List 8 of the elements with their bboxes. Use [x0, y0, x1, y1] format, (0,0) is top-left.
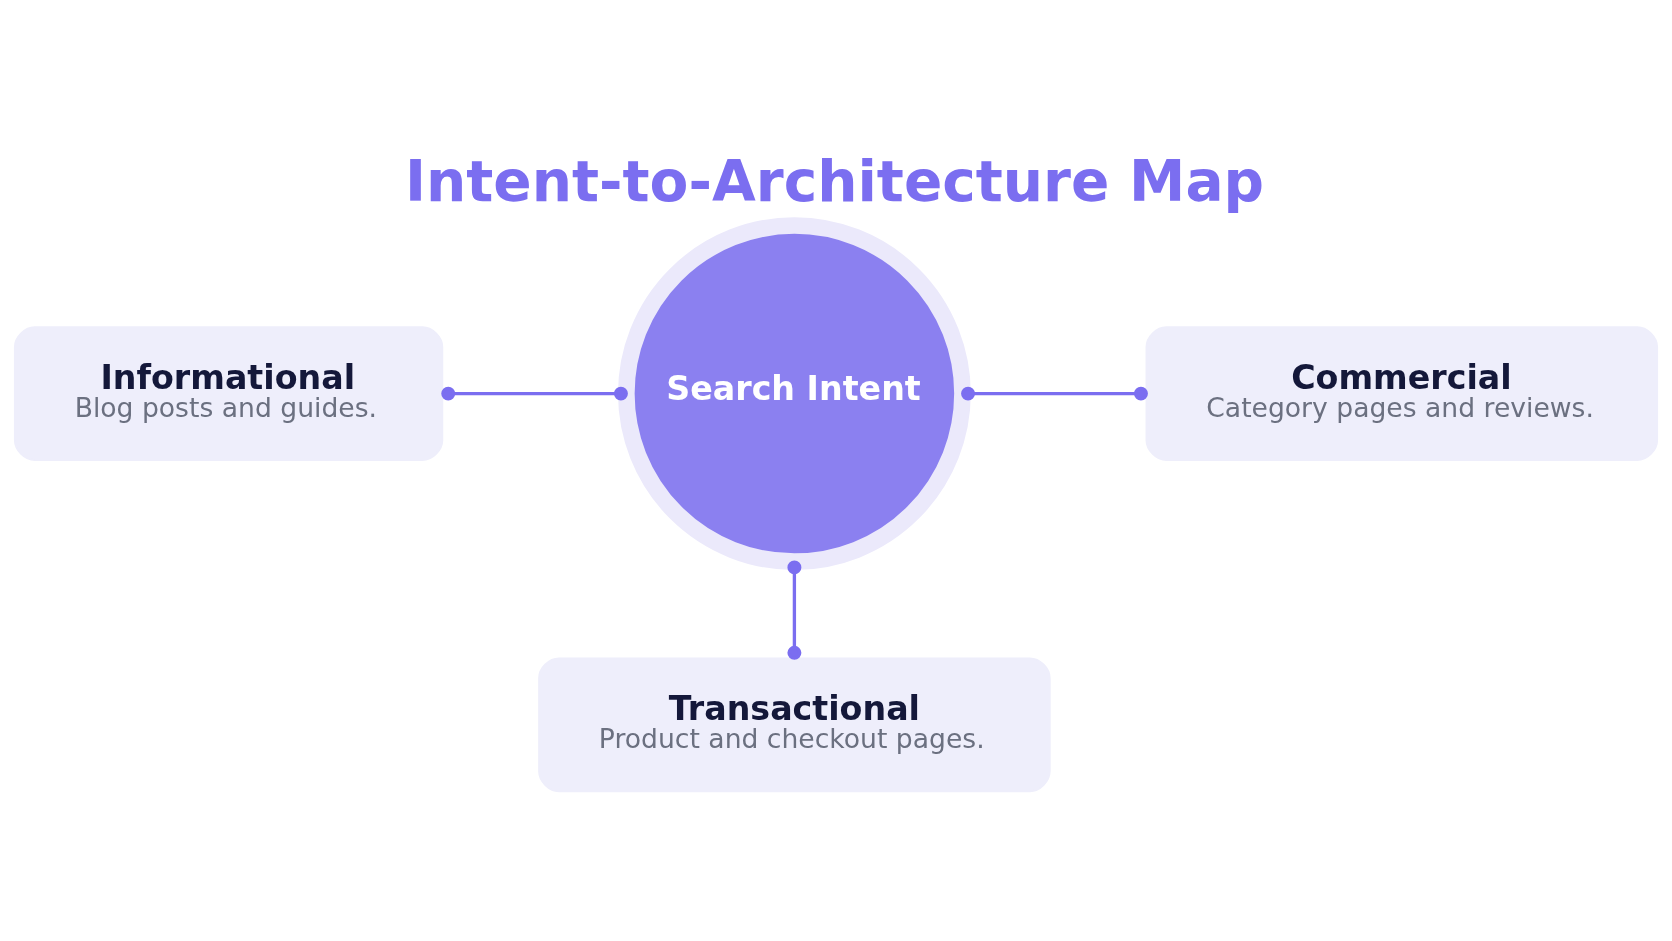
connector — [961, 386, 1148, 401]
node-circle: Search Intent — [618, 216, 971, 570]
connector — [441, 386, 628, 401]
diagram-title: Intent-to-Architecture Map — [404, 147, 1265, 214]
connector — [787, 559, 802, 660]
node-box: Commercial Category pages and reviews. — [1145, 325, 1659, 461]
node-box: Transactional Product and checkout pages. — [538, 656, 1051, 792]
node-box: Informational Blog posts and guides. — [13, 325, 444, 461]
